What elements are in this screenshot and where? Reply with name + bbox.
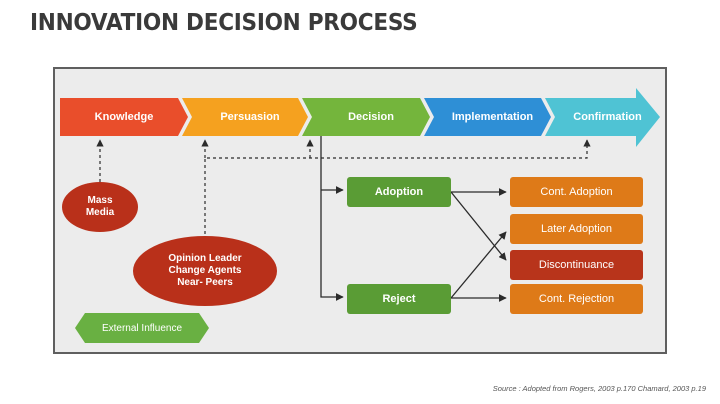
opinion-leader-ellipse: [133, 236, 277, 306]
adoption-label: Adoption: [374, 186, 424, 198]
opinion-leader-label: Opinion Leader Change Agents Near- Peers: [168, 253, 242, 288]
source-note: Source : Adopted from Rogers, 2003 p.170…: [492, 384, 706, 393]
stage-persuasion-label: Persuasion: [220, 111, 280, 123]
outcome-later-adoption-box: [510, 214, 643, 244]
reject-to-later-adoption: [450, 231, 507, 299]
adoption-to-discontinuance: [450, 191, 507, 261]
stage-knowledge-label: Knowledge: [94, 111, 154, 123]
stage-decision-arrow: [302, 98, 430, 136]
outcome-cont-adoption-box: [510, 177, 643, 207]
outcome-later-adoption-label: Later Adoption: [541, 223, 612, 235]
outcome-cont-adoption-label: Cont. Adoption: [540, 186, 613, 198]
decision-trunk-line: [320, 136, 344, 301]
external-influence-label: External Influence: [101, 322, 183, 334]
adoption-box: [347, 177, 451, 207]
stage-decision-label: Decision: [348, 111, 394, 123]
page-title: INNOVATION DECISION PROCESS: [30, 10, 418, 36]
stage-implementation-arrow: [424, 98, 551, 136]
outcome-cont-rejection-label: Cont. Rejection: [538, 293, 615, 305]
outcome-cont-rejection-box: [510, 284, 643, 314]
mass-media-label: Mass Media: [85, 195, 115, 218]
external-influence-hexagon: [75, 313, 209, 343]
reject-label: Reject: [382, 293, 416, 305]
outcome-discontinuance-box: [510, 250, 643, 280]
stage-knowledge-arrow: [60, 98, 188, 136]
reject-box: [347, 284, 451, 314]
stage-persuasion-arrow: [182, 98, 308, 136]
mass-media-ellipse: [62, 182, 138, 232]
stage-confirmation-label: Confirmation: [573, 111, 642, 123]
outcome-discontinuance-label: Discontinuance: [538, 259, 615, 271]
opinion-leader-dashed-line: [204, 139, 591, 240]
stage-confirmation-arrow: [545, 88, 660, 147]
stage-implementation-label: Implementation: [451, 111, 534, 123]
